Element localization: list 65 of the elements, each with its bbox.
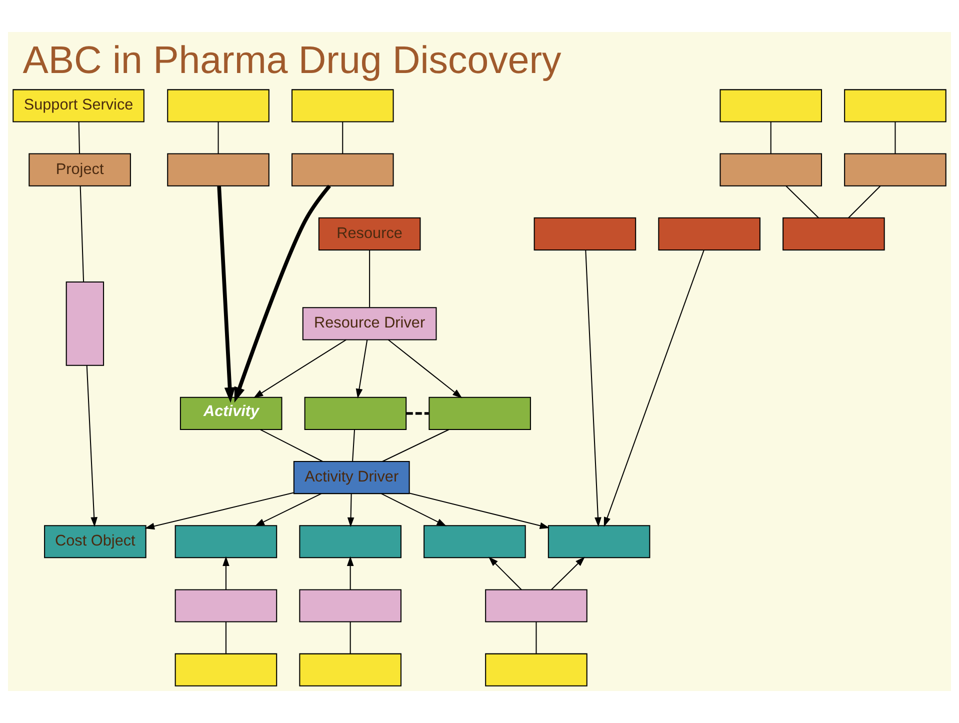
node-box bbox=[428, 396, 531, 430]
connector bbox=[382, 429, 449, 462]
node-box bbox=[167, 89, 270, 122]
node-box: Cost Object bbox=[44, 525, 146, 558]
node-box: Project bbox=[28, 153, 131, 186]
node-box bbox=[174, 653, 278, 686]
node-box: Support Service bbox=[12, 89, 144, 122]
node-box bbox=[782, 217, 885, 250]
node-box bbox=[291, 89, 394, 122]
arrow bbox=[488, 556, 522, 590]
connector bbox=[848, 186, 881, 218]
arrow bbox=[254, 493, 322, 526]
arrow bbox=[585, 250, 602, 528]
connector bbox=[342, 122, 344, 154]
node-box bbox=[485, 589, 588, 622]
connector bbox=[78, 122, 80, 154]
arrow bbox=[356, 340, 368, 399]
arrow bbox=[144, 492, 294, 530]
node-box: Activity Driver bbox=[293, 461, 410, 494]
connector bbox=[260, 429, 323, 462]
arrow bbox=[410, 492, 550, 530]
arrow bbox=[388, 339, 462, 398]
node-box bbox=[291, 153, 394, 186]
arrow bbox=[253, 339, 346, 398]
arrow bbox=[217, 186, 236, 403]
node-box: Resource Driver bbox=[302, 307, 437, 340]
arrow bbox=[381, 493, 447, 526]
connector bbox=[350, 622, 351, 654]
node-box bbox=[720, 153, 822, 186]
node-box bbox=[534, 217, 636, 250]
node-box: Resource bbox=[318, 217, 421, 250]
diagram-title: ABC in Pharma Drug Discovery bbox=[22, 39, 562, 82]
connector bbox=[352, 430, 356, 462]
node-box bbox=[485, 653, 588, 686]
connector bbox=[218, 122, 219, 154]
connector bbox=[786, 186, 819, 218]
node-box bbox=[167, 153, 270, 186]
node-box bbox=[844, 89, 946, 122]
arrow bbox=[222, 556, 230, 590]
node-box bbox=[720, 89, 822, 122]
node-box bbox=[299, 525, 402, 558]
node-box bbox=[174, 589, 278, 622]
node-box bbox=[174, 525, 278, 558]
node-box bbox=[299, 653, 402, 686]
node-box bbox=[548, 525, 650, 558]
node-box bbox=[299, 589, 402, 622]
node-box bbox=[658, 217, 760, 250]
connector bbox=[536, 622, 537, 654]
connector bbox=[770, 122, 772, 154]
arrow bbox=[346, 556, 354, 590]
node-box bbox=[304, 396, 407, 430]
arrow bbox=[347, 494, 354, 528]
arrow bbox=[550, 556, 585, 590]
node-box bbox=[844, 153, 946, 186]
connector bbox=[225, 622, 226, 654]
arrow bbox=[86, 365, 98, 527]
connector bbox=[369, 250, 370, 308]
node-box bbox=[424, 525, 526, 558]
connector bbox=[80, 186, 84, 282]
connector bbox=[406, 412, 429, 415]
node-box bbox=[66, 282, 104, 366]
arrow bbox=[604, 250, 704, 527]
node-box: Activity bbox=[180, 396, 282, 430]
arrow bbox=[234, 184, 331, 403]
connector bbox=[894, 122, 896, 154]
